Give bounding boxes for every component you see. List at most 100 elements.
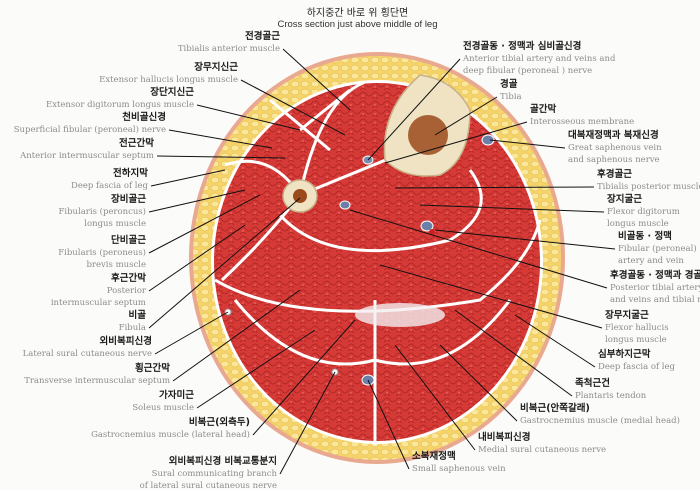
leader-line — [168, 129, 273, 149]
leader-line — [148, 194, 261, 254]
label-korean: 내비복피신경 — [478, 432, 531, 443]
leader-line — [384, 121, 528, 164]
label-english: Gastrocnemius muscle (medial head) — [520, 416, 680, 426]
leader-line — [419, 204, 605, 213]
label-english: of lateral sural cutaneous nerve — [139, 481, 277, 490]
label-gastrocnemius-muscle-lateral-head: 비복근(외측두) Gastrocnemius muscle (lateral he… — [91, 416, 250, 441]
posterior-tibial-vessels — [420, 220, 434, 232]
label-english: Gastrocnemius muscle (lateral head) — [91, 430, 250, 440]
label-english: Interosseous membrane — [530, 117, 635, 127]
leader-line — [367, 379, 410, 470]
label-korean: 전근간막 — [119, 138, 154, 149]
label-english: Extensor hallucis longus muscle — [99, 75, 238, 85]
label-english: Great saphenous vein — [568, 143, 662, 153]
transverse-intermuscular-septum — [214, 219, 542, 313]
label-small-saphenous-vein: 소복재정맥 Small saphenous vein — [412, 450, 506, 475]
leader-line — [148, 197, 301, 329]
label-tibia: 경골 Tibia — [500, 78, 522, 103]
label-korean: 전경골근 — [245, 31, 280, 42]
label-anterior-tibial-artery-and-veins-and-deep-fibular-peroneal-nerve: 전경골동 · 정맥과 심비골신경 Anterior tibial artery a… — [463, 40, 615, 77]
label-english: Flexor hallucis — [605, 323, 669, 333]
leader-line — [196, 329, 316, 409]
label-korean: 후경골근 — [597, 169, 632, 180]
label-korean: 장지굴근 — [607, 194, 642, 205]
fibular-vessels — [339, 200, 351, 210]
label-korean: 대복재정맥과 복재신경 — [568, 130, 659, 141]
label-korean: 후근간막 — [111, 273, 146, 284]
label-english: Posterior tibial artery — [610, 283, 700, 293]
leader-line — [349, 209, 608, 289]
leader-line — [439, 344, 518, 422]
label-english: Fibularis (peroneus) — [58, 248, 146, 258]
leader-line — [282, 48, 351, 111]
label-english: deep fibular (peroneal ) nerve — [463, 66, 593, 76]
label-korean: 장무지신근 — [194, 62, 238, 73]
label-english: Sural communicating branch — [151, 469, 277, 479]
label-sural-communicating-branch-of-lateral-sural-cutaneous-nerve: 외비복피신경 비복교통분지 Sural communicating branch o… — [140, 455, 277, 490]
label-english: Tibia — [500, 92, 522, 102]
label-korean: 전경골동 · 정맥과 심비골신경 — [463, 41, 582, 52]
label-english: Superficial fibular (peroneal) nerve — [13, 125, 166, 135]
leader-line — [172, 289, 301, 382]
label-korean: 단비골근 — [111, 235, 146, 246]
label-english: Lateral sural cutaneous nerve — [22, 349, 152, 359]
leader-line — [367, 58, 461, 161]
label-korean: 경골 — [500, 79, 518, 90]
leader-line — [279, 371, 336, 475]
label-english: Anterior tibial artery and veins and — [463, 54, 616, 64]
label-tibialis-anterior-muscle: 전경골근 Tibialis anterior muscle — [178, 30, 280, 55]
leader-line — [196, 104, 301, 131]
label-korean: 외비복피신경 비복교통분지 — [168, 456, 277, 467]
leader-line — [394, 344, 476, 451]
label-posterior-tibial-artery-and-veins-and-tibial-nerve: 후경골동 · 정맥과 경골신경Posterior tibial arteryan… — [610, 269, 700, 306]
label-english: Fibular (peroneal) — [618, 244, 697, 254]
title-korean: 하지중간 바로 위 횡단면 — [306, 8, 409, 19]
leader-line — [148, 189, 246, 213]
leader-line — [148, 224, 246, 292]
leader-line — [434, 96, 498, 136]
label-english: Transverse intermuscular septum — [24, 376, 170, 386]
label-korean: 후경골동 · 정맥과 경골신경 — [610, 270, 700, 281]
label-english: intermuscular septum — [50, 298, 146, 308]
label-posterior-intermuscular-septum: 후근간막 Posterior intermuscular septum — [51, 272, 146, 309]
label-english: Tibialis anterior muscle — [177, 44, 280, 54]
label-fibularis-peroneus-brevis-muscle: 단비골근 Fibularis (peroneus) brevis muscle — [58, 234, 146, 271]
anterior-compartment-septum — [298, 80, 366, 196]
leader-line — [150, 169, 226, 187]
label-korean: 비복근(외측두) — [188, 417, 250, 428]
label-korean: 족척근건 — [575, 378, 610, 389]
label-english: Flexor digitorum — [607, 207, 680, 217]
label-english: Tibialis posterior muscle — [597, 182, 700, 192]
leader-line — [156, 155, 286, 159]
tibia-marrow — [408, 115, 448, 155]
label-english: Extensor digitorum longus muscle — [45, 100, 194, 110]
leader-line — [454, 309, 573, 397]
label-english: Posterior — [106, 286, 146, 296]
label-plantaris-tendon: 족척근건 Plantaris tendon — [575, 377, 646, 402]
label-extensor-hallucis-longus-muscle: 장무지신근 Extensor hallucis longus muscle — [99, 61, 238, 86]
label-english: Plantaris tendon — [575, 391, 647, 401]
label-english: brevis muscle — [86, 260, 146, 270]
leader-line — [252, 319, 356, 436]
label-korean: 소복재정맥 — [412, 451, 456, 462]
label-english: Small saphenous vein — [412, 464, 506, 474]
leader-line — [240, 79, 346, 136]
leader-line — [154, 311, 229, 355]
label-korean: 비골동 · 정맥 — [618, 231, 672, 242]
label-korean: 전하지막 — [113, 168, 148, 179]
label-korean: 비복근(안쪽갈래) — [520, 403, 590, 414]
